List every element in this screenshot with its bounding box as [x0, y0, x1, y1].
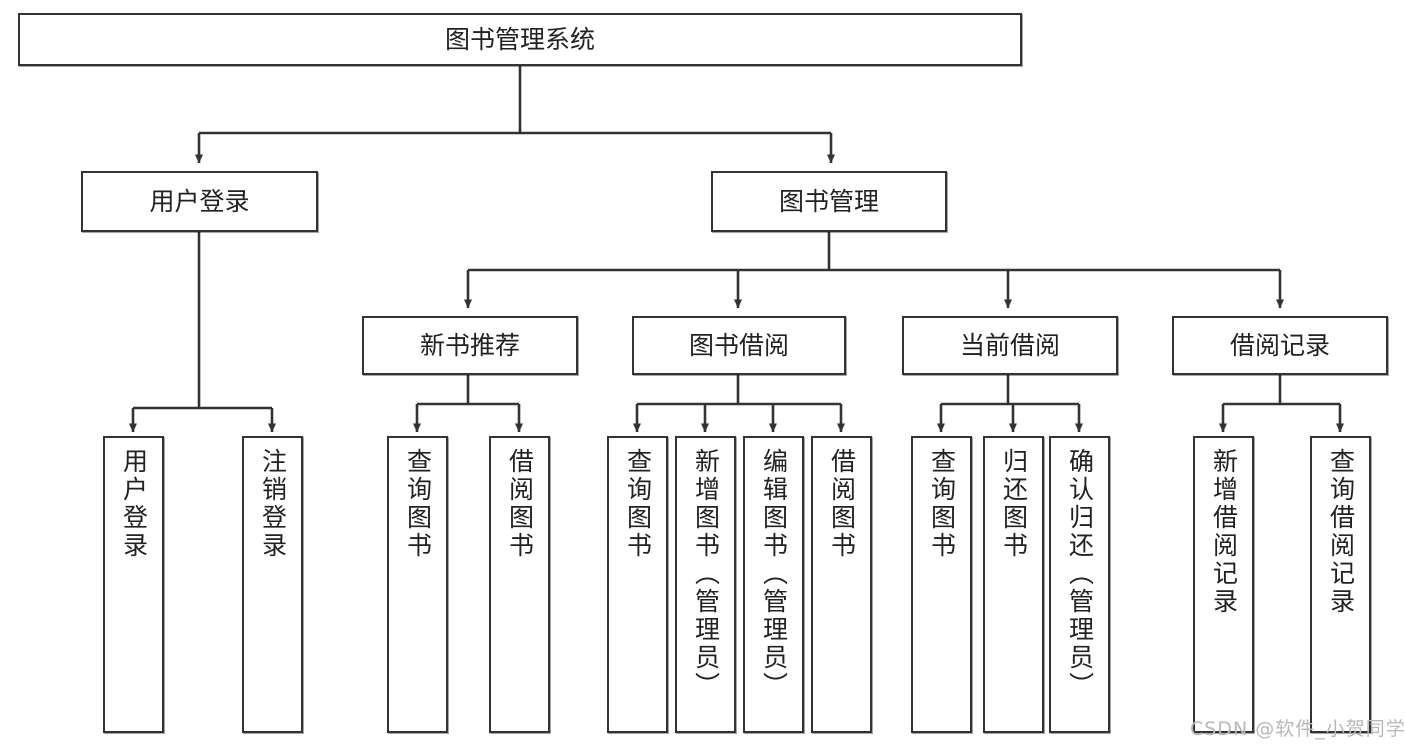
leaf-user-login-signout[interactable]: 注销登录 [242, 436, 303, 733]
node-current-borrow-label: 当前借阅 [959, 330, 1060, 360]
node-new-book-recommend-label: 新书推荐 [419, 330, 520, 360]
node-book-management-label: 图书管理 [778, 186, 879, 216]
leaf-current-return-book-label: 归还图书 [999, 448, 1029, 560]
leaf-borrow-add-book[interactable]: 新增图书（管理员） [675, 436, 736, 733]
node-book-borrow-label: 图书借阅 [688, 330, 789, 360]
leaf-new-book-query-label: 查询图书 [403, 448, 433, 560]
leaf-record-query-label: 查询借阅记录 [1326, 448, 1356, 616]
leaf-current-confirm-return[interactable]: 确认归还（管理员） [1049, 436, 1110, 733]
node-borrow-record-label: 借阅记录 [1229, 330, 1330, 360]
leaf-user-login-signin-label: 用户登录 [119, 448, 149, 560]
leaf-borrow-edit-book[interactable]: 编辑图书（管理员） [743, 436, 804, 733]
leaf-borrow-add-book-label: 新增图书（管理员） [691, 448, 721, 700]
node-borrow-record[interactable]: 借阅记录 [1172, 316, 1388, 375]
watermark-text: CSDN @软件_小贺同学 [1190, 718, 1405, 740]
node-user-login-label: 用户登录 [149, 186, 250, 216]
leaf-current-query-book[interactable]: 查询图书 [911, 436, 972, 733]
leaf-borrow-query-book-label: 查询图书 [623, 448, 653, 560]
leaf-record-add-label: 新增借阅记录 [1209, 448, 1239, 616]
leaf-borrow-borrow-book[interactable]: 借阅图书 [811, 436, 872, 733]
node-current-borrow[interactable]: 当前借阅 [902, 316, 1118, 375]
node-new-book-recommend[interactable]: 新书推荐 [362, 316, 578, 375]
leaf-record-add[interactable]: 新增借阅记录 [1193, 436, 1254, 733]
leaf-record-query[interactable]: 查询借阅记录 [1310, 436, 1371, 733]
node-root[interactable]: 图书管理系统 [18, 13, 1022, 66]
leaf-new-book-query[interactable]: 查询图书 [387, 436, 448, 733]
leaf-new-book-borrow[interactable]: 借阅图书 [489, 436, 550, 733]
leaf-new-book-borrow-label: 借阅图书 [505, 448, 535, 560]
node-user-login[interactable]: 用户登录 [81, 171, 318, 232]
leaf-current-confirm-return-label: 确认归还（管理员） [1065, 448, 1095, 700]
leaf-borrow-borrow-book-label: 借阅图书 [827, 448, 857, 560]
leaf-user-login-signin[interactable]: 用户登录 [103, 436, 164, 733]
leaf-borrow-edit-book-label: 编辑图书（管理员） [759, 448, 789, 700]
leaf-user-login-signout-label: 注销登录 [258, 448, 288, 560]
leaf-current-query-book-label: 查询图书 [927, 448, 957, 560]
node-book-borrow[interactable]: 图书借阅 [632, 316, 846, 375]
leaf-current-return-book[interactable]: 归还图书 [983, 436, 1044, 733]
node-root-label: 图书管理系统 [444, 24, 595, 54]
leaf-borrow-query-book[interactable]: 查询图书 [607, 436, 668, 733]
node-book-management[interactable]: 图书管理 [711, 171, 947, 232]
